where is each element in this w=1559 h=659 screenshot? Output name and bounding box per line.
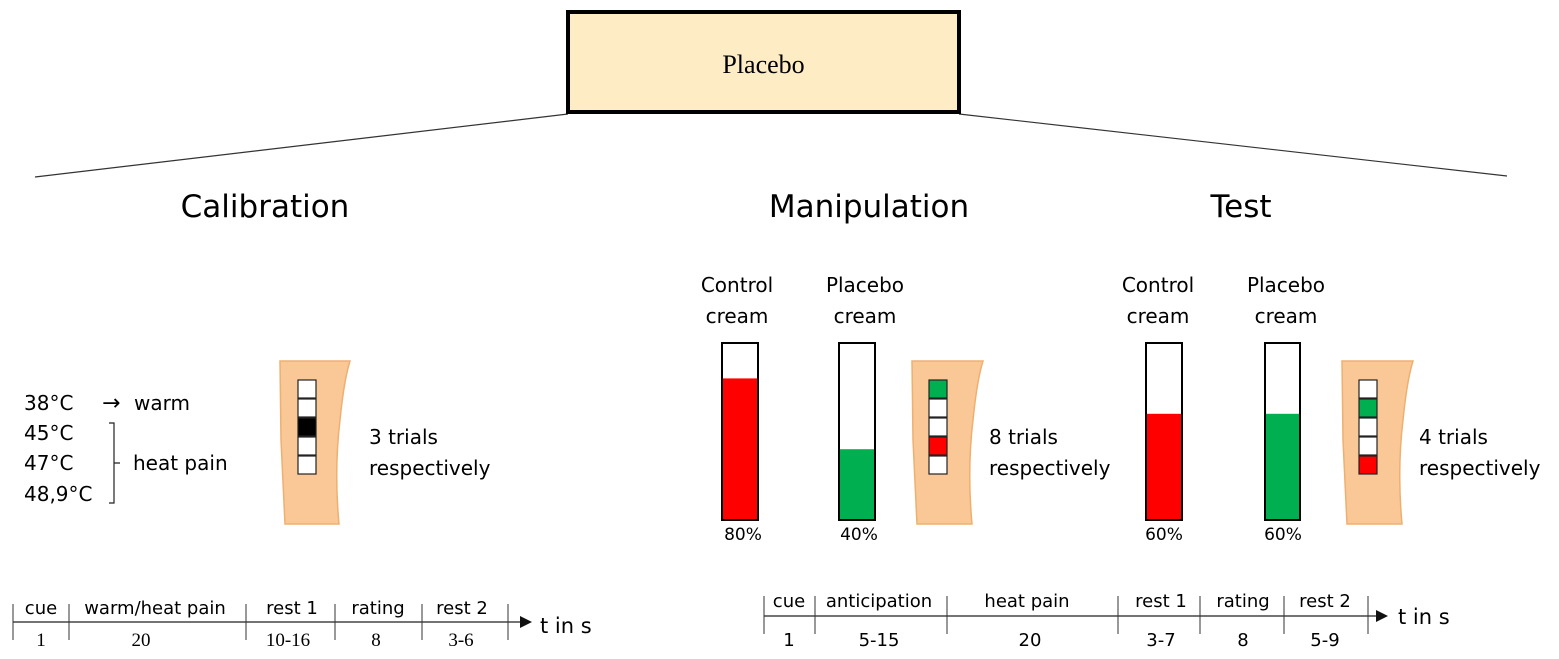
control-cream-label-line2: cream xyxy=(706,304,769,328)
placebo-cream-percent: 40% xyxy=(840,525,878,545)
gauge-fill xyxy=(1146,413,1182,520)
manipulation-test-timeline: cue anticipation heat pain rest 1 rating… xyxy=(763,591,1450,651)
test-trials-line1: 4 trials xyxy=(1419,425,1488,449)
gauge-frame xyxy=(838,342,876,521)
stimulation-squares xyxy=(928,379,948,475)
tree-header: Placebo xyxy=(34,10,1508,178)
segment-label: cue xyxy=(773,591,805,612)
segment-label: warm/heat pain xyxy=(84,598,226,619)
stimulation-square-white xyxy=(297,455,317,475)
segment-duration: 20 xyxy=(1019,630,1042,651)
stimulation-square-white xyxy=(1358,436,1378,456)
segment-label: rest 1 xyxy=(1135,591,1187,612)
control-cream-label-line1: Control xyxy=(1122,273,1194,297)
stimulation-square-green xyxy=(928,379,948,399)
stimulation-square-white xyxy=(297,436,317,456)
timeline-arrowhead-icon xyxy=(1376,610,1388,622)
gauge-fill xyxy=(1265,413,1300,520)
segment-duration: 1 xyxy=(783,630,794,651)
segment-duration: 10-16 xyxy=(266,630,310,651)
segment-duration: 5-15 xyxy=(859,630,900,651)
forearm-calibration xyxy=(279,360,352,525)
calibration-trials-line2: respectively xyxy=(369,456,491,480)
segment-label: rest 2 xyxy=(1299,591,1351,612)
placebo-cream-gauge xyxy=(838,342,876,521)
gauge-fill xyxy=(839,449,875,520)
manipulation-trials-line1: 8 trials xyxy=(989,425,1058,449)
segment-duration: 5-9 xyxy=(1310,630,1339,651)
stimulation-square-white xyxy=(928,398,948,418)
placebo-cream-label-line2: cream xyxy=(1255,304,1318,328)
placebo-cream-gauge xyxy=(1264,342,1301,521)
control-cream-percent: 60% xyxy=(1145,525,1183,545)
stimulation-square-white xyxy=(297,379,317,399)
heat-pain-label: heat pain xyxy=(133,451,228,475)
right-arrow-icon: → xyxy=(102,391,120,416)
timeline-axis-label: t in s xyxy=(540,614,592,638)
calibration-trials-line1: 3 trials xyxy=(369,425,438,449)
forearm-test xyxy=(1341,360,1415,525)
stimulation-squares xyxy=(297,379,317,475)
segment-duration: 8 xyxy=(1237,630,1248,651)
stimulation-square-white xyxy=(928,417,948,437)
stimulation-square-white xyxy=(928,455,948,475)
tree-branch-right xyxy=(958,113,1508,177)
temp-38: 38°C xyxy=(24,391,73,415)
manipulation-trials-line2: respectively xyxy=(989,456,1111,480)
temp-47: 47°C xyxy=(24,451,73,475)
stimulation-square-white xyxy=(1358,417,1378,437)
stimulation-square-green xyxy=(1358,398,1378,418)
segment-label: rest 1 xyxy=(266,598,318,619)
calibration-panel: 38°C 45°C 47°C 48,9°C → warm heat pain 3… xyxy=(24,360,491,525)
control-cream-gauge xyxy=(721,342,759,521)
segment-label: anticipation xyxy=(826,591,932,612)
heat-pain-bracket xyxy=(109,422,120,504)
placebo-cream-percent: 60% xyxy=(1264,525,1302,545)
placebo-cream-label-line2: cream xyxy=(834,304,897,328)
segment-label: rest 2 xyxy=(436,598,488,619)
timeline-axis-label: t in s xyxy=(1398,605,1450,629)
phase-title-manipulation: Manipulation xyxy=(769,189,969,225)
segment-duration: 3-6 xyxy=(448,630,473,651)
segment-duration: 3-7 xyxy=(1146,630,1175,651)
segment-duration: 1 xyxy=(36,630,46,651)
phase-title-test: Test xyxy=(1209,189,1271,225)
segment-duration: 8 xyxy=(371,630,381,651)
control-cream-gauge xyxy=(1145,342,1183,521)
segment-label: rating xyxy=(1216,591,1269,612)
control-cream-label-line1: Control xyxy=(701,273,773,297)
temp-45: 45°C xyxy=(24,421,73,445)
calibration-timeline: cue warm/heat pain rest 1 rating rest 2 … xyxy=(12,598,592,651)
placebo-box-label: Placebo xyxy=(722,50,804,79)
segment-duration: 20 xyxy=(132,630,151,651)
placebo-box xyxy=(566,10,961,114)
phase-title-calibration: Calibration xyxy=(181,189,350,225)
tree-branch-left xyxy=(34,113,569,178)
stimulation-square-white xyxy=(297,398,317,418)
segment-label: cue xyxy=(25,598,57,619)
gauge-frame xyxy=(1264,342,1301,521)
control-cream-percent: 80% xyxy=(724,525,762,545)
stimulation-squares xyxy=(1358,379,1378,475)
gauge-frame xyxy=(1145,342,1183,521)
stimulation-square-red xyxy=(1358,455,1378,475)
stimulation-square-red xyxy=(928,436,948,456)
warm-label: warm xyxy=(134,391,190,415)
stimulation-square-white xyxy=(1358,379,1378,399)
test-trials-line2: respectively xyxy=(1419,456,1541,480)
control-cream-label-line2: cream xyxy=(1127,304,1190,328)
placebo-cream-label-line1: Placebo xyxy=(1247,273,1325,297)
temp-48-9: 48,9°C xyxy=(24,482,93,506)
timeline-arrowhead-icon xyxy=(520,616,532,628)
forearm-manipulation xyxy=(911,360,985,525)
stimulation-square-black xyxy=(297,417,317,437)
test-panel: Control cream Placebo cream 60% 60% 4 tr… xyxy=(1122,273,1541,545)
gauge-frame xyxy=(721,342,759,521)
gauge-fill xyxy=(722,378,758,520)
segment-label: rating xyxy=(351,598,404,619)
manipulation-panel: Control cream Placebo cream 80% 40% 8 tr… xyxy=(701,273,1111,545)
placebo-cream-label-line1: Placebo xyxy=(826,273,904,297)
segment-label: heat pain xyxy=(984,591,1069,612)
